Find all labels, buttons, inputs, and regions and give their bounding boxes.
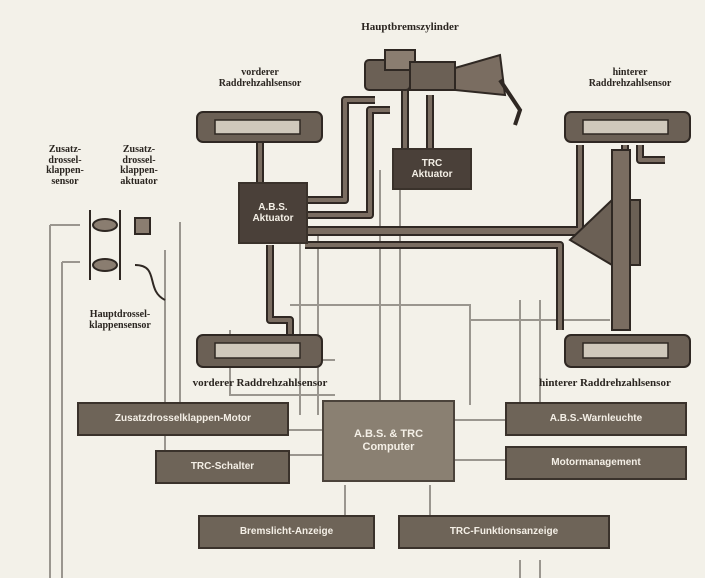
trc-switch-box: TRC-Schalter	[155, 450, 290, 484]
throttle-motor-box: Zusatzdrosselklappen-Motor	[77, 402, 289, 436]
label-master-cylinder: Hauptbremszylinder	[361, 21, 459, 33]
rear-caliper-bottom	[564, 334, 691, 368]
engine-management-box: Motormanagement	[505, 446, 687, 480]
front-caliper-bottom	[196, 334, 323, 368]
abs-warning-light-box: A.B.S.-Warnleuchte	[505, 402, 687, 436]
label-front-sensor-top: vorderer Raddrehzahlsensor	[218, 67, 302, 89]
label-rear-sensor-bottom: hinterer Raddrehzahlsensor	[539, 377, 671, 389]
front-caliper-top	[196, 111, 323, 143]
trc-actuator-box: TRC Aktuator	[392, 148, 472, 190]
label-front-sensor-bottom: vorderer Raddrehzahlsensor	[192, 377, 328, 389]
rear-caliper-top	[564, 111, 691, 143]
label-throttle-actuator: Zusatz- drossel- klappen- aktuator	[120, 144, 158, 187]
abs-actuator-box: A.B.S. Aktuator	[238, 182, 308, 244]
trc-indicator-box: TRC-Funktionsanzeige	[398, 515, 610, 549]
label-rear-sensor-top: hinterer Raddrehzahlsensor	[588, 67, 672, 89]
label-main-throttle-sensor: Hauptdrossel- klappensensor	[89, 309, 151, 331]
throttle-valves	[89, 210, 166, 301]
brake-light-indicator-box: Bremslicht-Anzeige	[198, 515, 375, 549]
computer-box: A.B.S. & TRC Computer	[322, 400, 455, 482]
master-cylinder-assembly	[364, 49, 523, 126]
rear-axle	[611, 149, 631, 331]
label-throttle-position-sensor: Zusatz- drossel- klappen- sensor	[46, 144, 84, 187]
